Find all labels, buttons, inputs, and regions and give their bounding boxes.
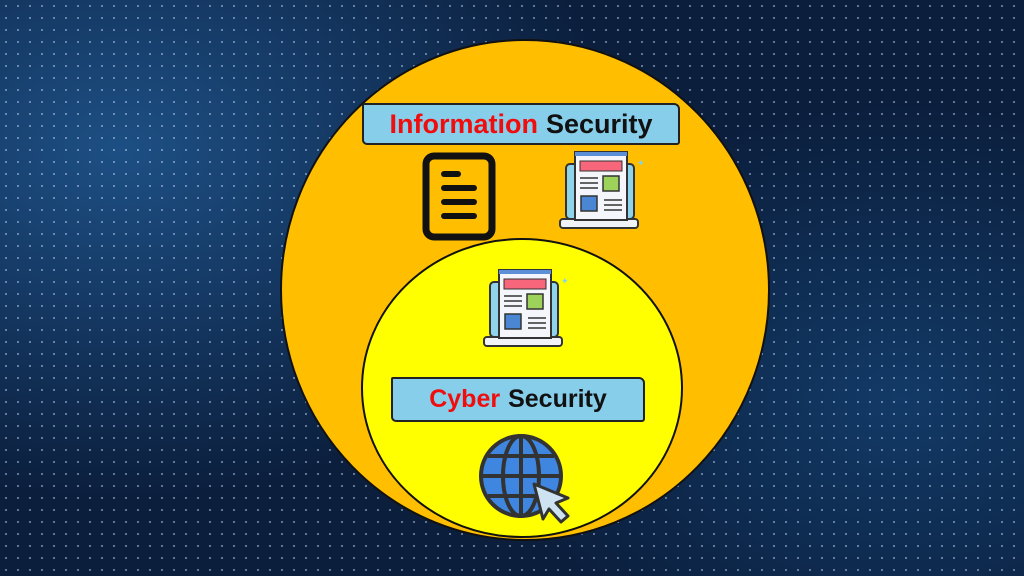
globe-cursor-icon (479, 434, 570, 524)
banner-rest: Security (545, 108, 653, 139)
document-icon (422, 152, 496, 241)
svg-text:✦: ✦ (637, 158, 645, 168)
banner-highlight: Information (389, 108, 538, 139)
banner-rest: Security (508, 385, 607, 413)
laptop-webpage-icon: ✦ (559, 151, 645, 229)
banner-highlight: Cyber (429, 385, 501, 413)
